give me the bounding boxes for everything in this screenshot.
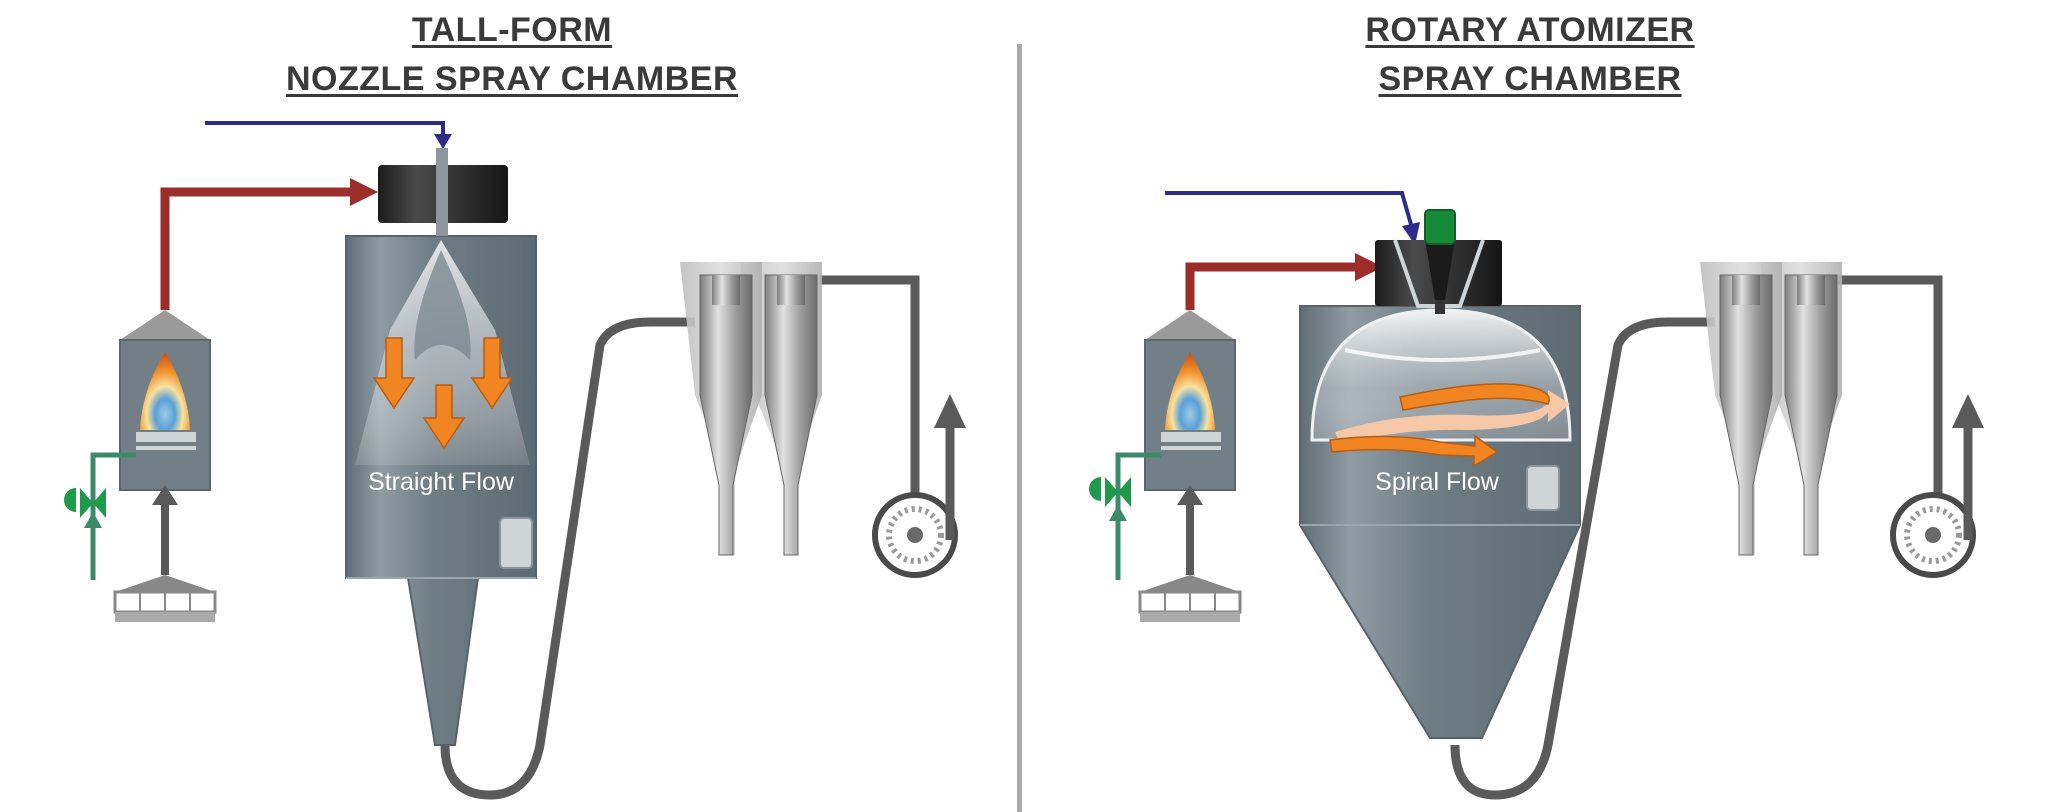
- feed-line: [205, 121, 445, 138]
- spray-cone: [355, 240, 530, 465]
- hot-air-duct-right: [1185, 262, 1360, 310]
- cyclone-separators-right: [1700, 262, 1842, 556]
- air-heater: [119, 310, 211, 491]
- cyclone-outlet-duct: [820, 275, 920, 540]
- spiral-flow-label: Spiral Flow: [1375, 468, 1500, 496]
- hot-air-duct: [160, 187, 355, 310]
- flow-arrow-2: [470, 337, 514, 410]
- burner-flame-right: [1165, 352, 1215, 430]
- flow-arrow-1: [372, 337, 416, 410]
- inspection-hatch: [499, 517, 533, 569]
- spiral-arrow-head: [1329, 434, 1499, 468]
- left-title-line2: NOZZLE SPRAY CHAMBER: [285, 60, 739, 98]
- exhaust-fan-right: [1890, 492, 1976, 578]
- feed-arrowhead-right: [1402, 222, 1420, 245]
- left-panel-title: TALL-FORM NOZZLE SPRAY CHAMBER: [252, 6, 772, 104]
- air-filter-right: [1138, 575, 1242, 622]
- panel-divider: [1017, 44, 1022, 812]
- flow-arrow-3: [422, 384, 466, 450]
- right-title-line1: ROTARY ATOMIZER: [1365, 11, 1695, 49]
- gas-valve: [80, 488, 106, 518]
- rotary-atomizer: [1375, 209, 1502, 314]
- straight-flow-arrows: [372, 337, 514, 450]
- air-inlet-arrow-right: [1177, 485, 1203, 505]
- cyclone-outlet-duct-right: [1838, 275, 1943, 540]
- left-panel: Straight Flow: [64, 121, 966, 800]
- air-filter: [113, 575, 217, 622]
- exhaust-duct-right: [1450, 317, 1715, 800]
- spray-nozzle: [436, 148, 448, 236]
- straight-flow-label: Straight Flow: [368, 468, 515, 496]
- gas-line: [90, 452, 136, 580]
- rotary-atomizer-chamber: [1299, 305, 1581, 739]
- air-heater-right: [1144, 310, 1236, 491]
- inspection-hatch-right: [1526, 465, 1560, 511]
- feed-arrowhead: [434, 134, 452, 149]
- hot-air-arrowhead: [350, 178, 378, 206]
- right-panel-title: ROTARY ATOMIZER SPRAY CHAMBER: [1270, 6, 1790, 104]
- right-title-line2: SPRAY CHAMBER: [1378, 60, 1682, 98]
- exhaust-duct: [440, 317, 695, 800]
- feed-line-right: [1165, 191, 1414, 229]
- cyclone-separators: [680, 262, 822, 556]
- right-panel: Spiral Flow: [1089, 191, 1984, 800]
- exhaust-outlet-arrow-right: [1952, 394, 1984, 428]
- left-title-line1: TALL-FORM: [411, 11, 613, 49]
- exhaust-fan: [872, 492, 958, 578]
- burner-flame: [140, 352, 190, 430]
- air-inlet-arrow: [152, 485, 178, 505]
- exhaust-outlet-arrow: [934, 394, 966, 428]
- gas-valve-right: [1105, 477, 1131, 507]
- gas-line-right: [1115, 452, 1161, 580]
- hot-air-arrowhead-right: [1355, 253, 1383, 281]
- spiral-flow-arrows: [1329, 383, 1570, 468]
- atomizer-motor: [1424, 209, 1456, 245]
